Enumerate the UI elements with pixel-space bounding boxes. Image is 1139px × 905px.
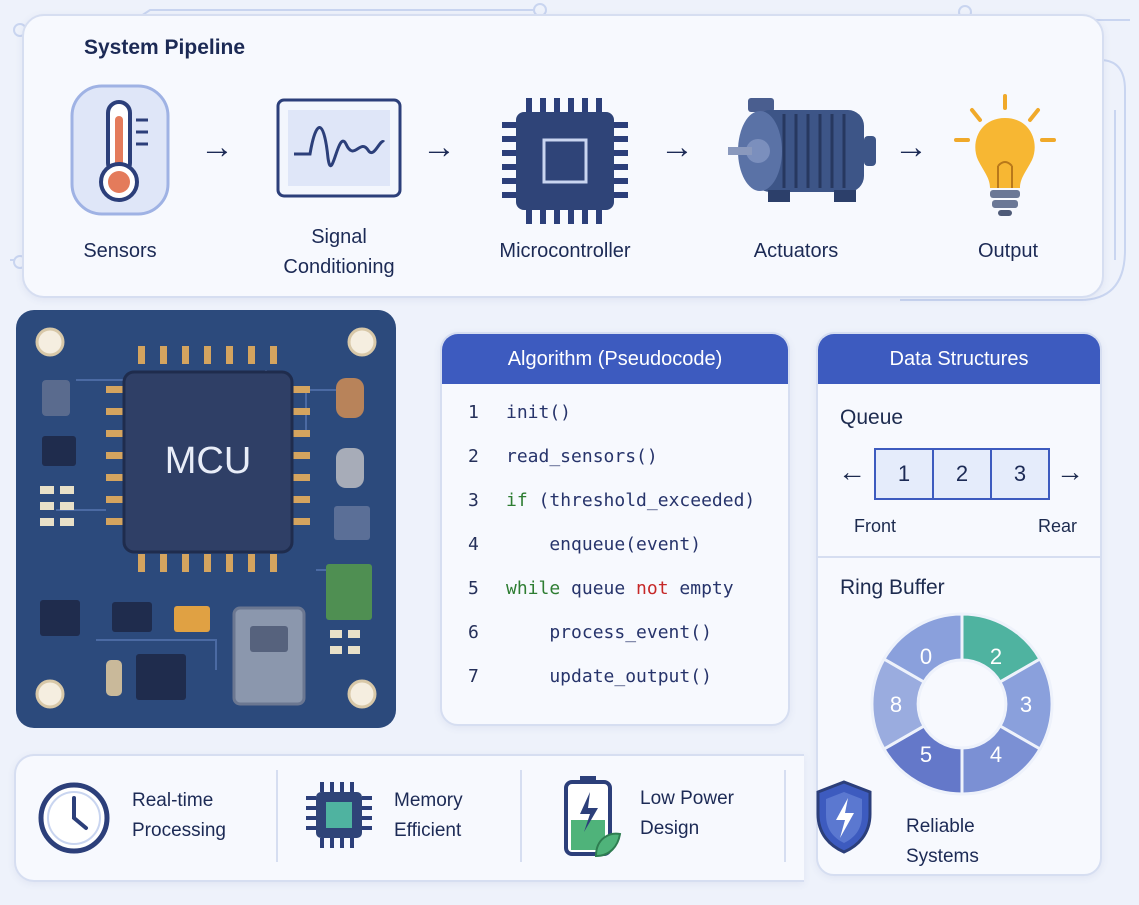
keyword: while [506, 578, 561, 599]
mcu-label: MCU [164, 440, 252, 482]
ring-slot-label: 2 [989, 644, 1003, 669]
battery-leaf-icon [560, 774, 622, 860]
pipeline-arrow: → [422, 128, 456, 166]
feature-label-low-power: Low Power Design [640, 788, 734, 839]
pipeline-panel: System Pipeline Sensors → Signal Conditi… [22, 14, 1104, 298]
keyword: not [636, 578, 669, 599]
queue-left-arrow: ← [838, 456, 866, 487]
ring-buffer: 0 2 3 4 5 8 [870, 612, 1054, 796]
ring-slot-label: 4 [989, 742, 1003, 767]
stage-label-microcontroller: Microcontroller [499, 240, 631, 262]
pipeline-arrow: → [200, 128, 234, 166]
feature-label-realtime: Real-time Processing [132, 790, 226, 841]
ring-buffer-label: Ring Buffer [840, 576, 945, 599]
stage-label-signal-conditioning: Signal Conditioning [283, 226, 395, 278]
features-strip [14, 754, 804, 882]
divider [520, 770, 522, 862]
ring-slot-label: 0 [919, 644, 933, 669]
queue: 1 2 3 [874, 448, 1050, 500]
clock-icon [36, 780, 112, 856]
code-line: 1 init() [468, 402, 572, 423]
pipeline-arrow: → [660, 128, 694, 166]
chip-icon [498, 96, 632, 226]
code-line: 4 enqueue(event) [468, 534, 702, 555]
pipeline-title: System Pipeline [84, 36, 246, 59]
memory-chip-icon [304, 780, 374, 850]
queue-right-arrow: → [1056, 456, 1084, 487]
queue-cell: 2 [932, 448, 992, 500]
lightbulb-icon [950, 92, 1060, 222]
pipeline-arrow: → [894, 128, 928, 166]
queue-rear-label: Rear [1038, 516, 1078, 536]
thermometer-icon [68, 82, 172, 218]
shield-bolt-icon [814, 780, 874, 854]
algorithm-title: Algorithm (Pseudocode) [442, 334, 788, 384]
code-line: 6 process_event() [468, 622, 712, 643]
queue-cell: 3 [990, 448, 1050, 500]
keyword: if [506, 490, 528, 511]
code-line: 5 while queue not empty [468, 578, 734, 599]
data-structures-title: Data Structures [818, 334, 1100, 384]
feature-label-memory: Memory Efficient [394, 790, 463, 841]
motor-icon [724, 96, 884, 206]
queue-cell: 1 [874, 448, 934, 500]
stage-label-output: Output [977, 240, 1039, 262]
ring-slot-label: 3 [1019, 692, 1033, 717]
divider [276, 770, 278, 862]
ring-slot [881, 612, 964, 685]
stage-label-actuators: Actuators [753, 240, 839, 262]
code-line: 3 if (threshold_exceeded) [468, 490, 756, 511]
ring-slot-label: 5 [919, 742, 933, 767]
feature-label-reliable: Reliable Systems [906, 816, 979, 867]
queue-label: Queue [840, 406, 904, 429]
data-structures-panel: Data Structures Queue ← 1 2 3 → Front Re… [816, 332, 1102, 876]
pcb-board: MCU [16, 310, 396, 728]
code-line: 2 read_sensors() [468, 446, 658, 467]
divider [818, 556, 1100, 558]
code-line: 7 update_output() [468, 666, 712, 687]
ring-slot-label: 8 [889, 692, 903, 717]
algorithm-panel: Algorithm (Pseudocode) 1 init() 2 read_s… [440, 332, 790, 726]
stage-label-sensors: Sensors [83, 240, 157, 262]
queue-front-label: Front [854, 516, 897, 536]
waveform-monitor-icon [276, 98, 402, 198]
divider [784, 770, 786, 862]
